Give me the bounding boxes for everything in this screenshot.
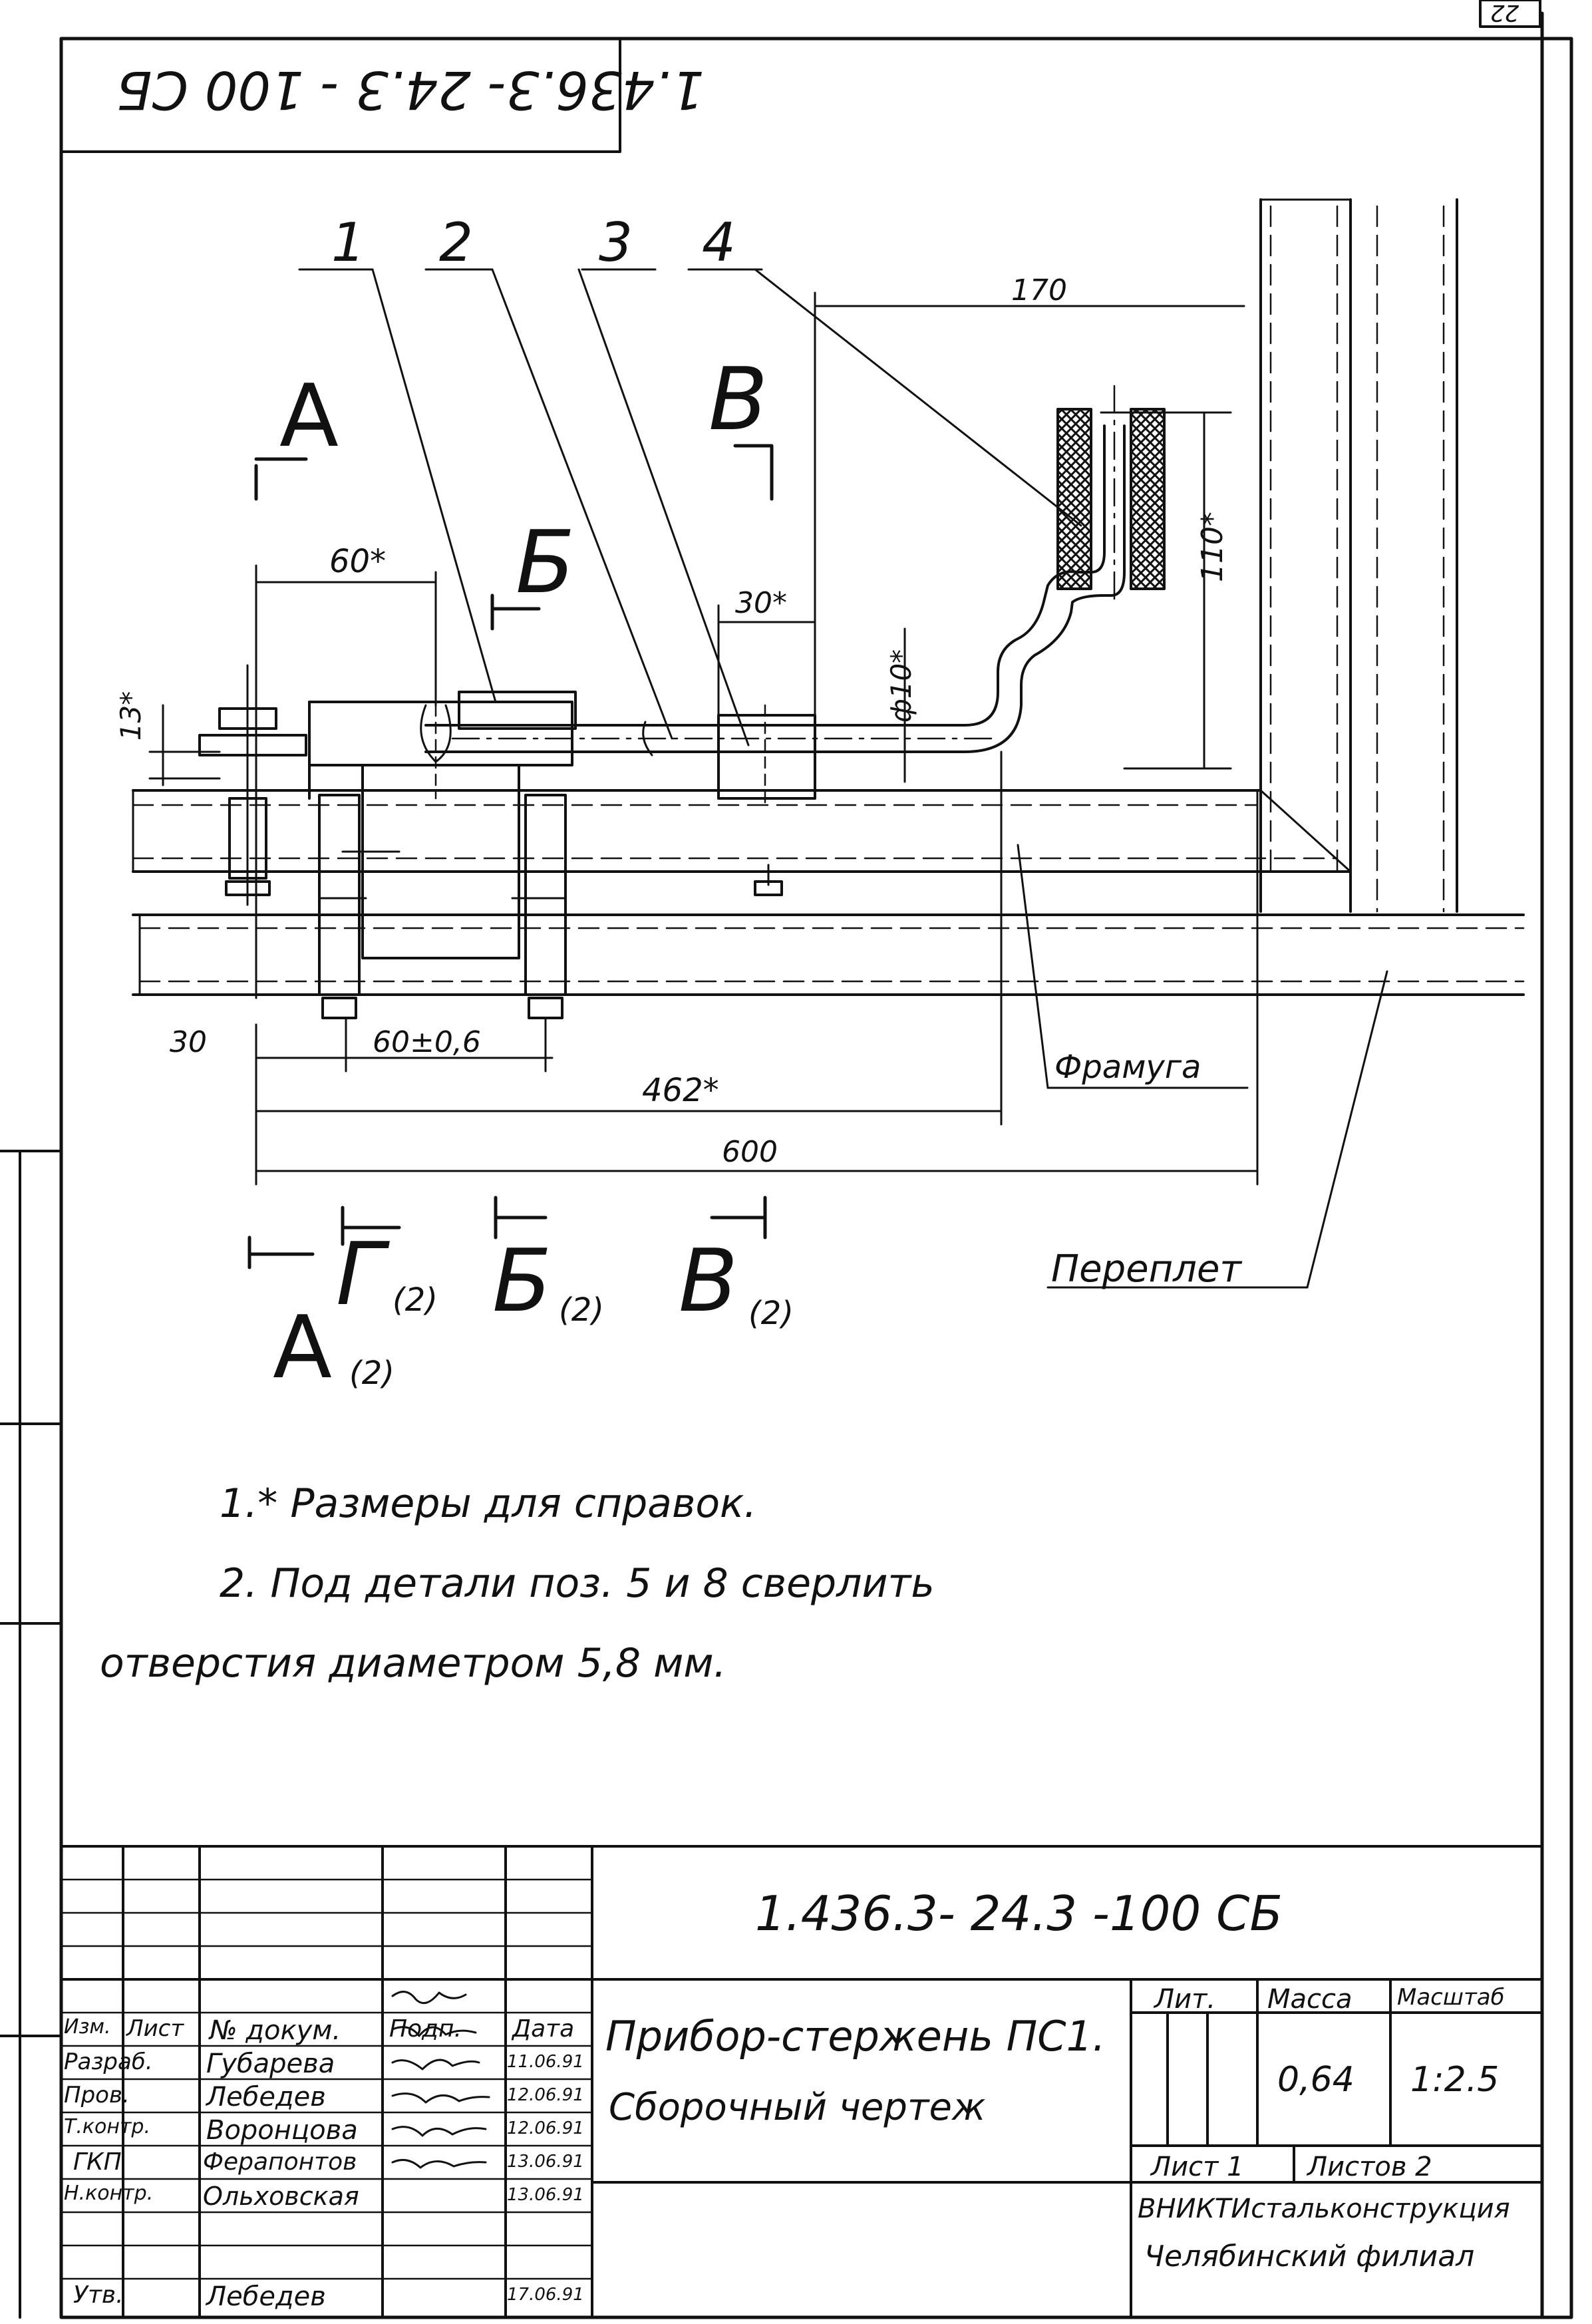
row-date-4: 13.06.91	[507, 2185, 584, 2205]
dim-60-tolerance: 60±0,6	[373, 1025, 481, 1059]
section-ref-g: Г	[336, 1224, 385, 1325]
section-ref-v: В	[679, 1230, 738, 1331]
signatures	[391, 1991, 490, 2169]
dim-30: 30	[170, 1025, 207, 1059]
section-label-a: A	[279, 365, 339, 466]
row-date-5: 17.06.91	[507, 2285, 584, 2305]
row-role-1: Пров.	[64, 2082, 130, 2108]
note-line-3: отверстия диаметром 5,8 мм.	[100, 1640, 726, 1687]
row-name-3: Ферапонтов	[203, 2148, 357, 2176]
section-label-v: В	[709, 349, 768, 450]
sheets-label: Листов 2	[1307, 2152, 1432, 2182]
dim-13: 13*	[114, 691, 148, 741]
title-doc-code: 1.436.3- 24.3 -100 СБ	[755, 1886, 1283, 1941]
dim-170: 170	[1011, 273, 1067, 307]
dim-30-ref: 30*	[735, 586, 787, 620]
row-name-5: Лебедев	[206, 2281, 326, 2312]
mass-value: 0,64	[1277, 2060, 1354, 2100]
callout-framuga: Фрамуга	[1054, 1049, 1201, 1086]
row-role-2: Т.контр.	[64, 2115, 151, 2138]
row-role-4: Н.контр.	[64, 2182, 154, 2205]
row-date-3: 13.06.91	[507, 2152, 584, 2172]
callout-pereplet: Переплет	[1051, 1247, 1242, 1291]
note-line-2: 2. Под детали поз. 5 и 8 сверлить	[220, 1560, 935, 1607]
row-date-0: 11.06.91	[507, 2052, 584, 2072]
header-doc-no: № докум.	[210, 2015, 341, 2046]
org-line-1: ВНИКТИстальконструкция	[1138, 2194, 1510, 2224]
row-date-1: 12.06.91	[507, 2085, 584, 2105]
dim-diameter-10: ф10*	[885, 649, 918, 723]
position-2: 2	[439, 212, 473, 273]
row-name-1: Лебедев	[206, 2082, 326, 2112]
bracket-body	[308, 701, 573, 766]
sleeve	[717, 714, 816, 800]
dim-462: 462*	[642, 1072, 719, 1109]
position-3: 3	[599, 212, 633, 273]
header-list: Лист	[126, 2015, 184, 2042]
section-ref-v-count: (2)	[748, 1295, 794, 1332]
lit-label: Лит.	[1154, 1984, 1216, 2015]
row-date-2: 12.06.91	[507, 2118, 584, 2138]
dim-600: 600	[722, 1135, 778, 1169]
row-role-0: Разраб.	[64, 2049, 153, 2075]
rod	[424, 570, 1092, 727]
dim-110: 110*	[1195, 512, 1229, 582]
section-ref-g-count: (2)	[393, 1281, 438, 1319]
scale-label: Масштаб	[1397, 1984, 1505, 2011]
mass-label: Масса	[1267, 1984, 1353, 2015]
section-ref-b: Б	[492, 1230, 552, 1331]
page-number: 22	[1490, 0, 1519, 26]
org-line-2: Челябинский филиал	[1144, 2240, 1475, 2273]
section-ref-a: A	[273, 1297, 332, 1398]
code-box	[60, 37, 621, 153]
section-ref-b-count: (2)	[559, 1291, 604, 1329]
page-number-box	[1479, 0, 1541, 28]
outer-frame	[59, 37, 1573, 2319]
section-label-b: Б	[516, 512, 575, 613]
row-name-2: Воронцова	[206, 2115, 358, 2146]
scale-value: 1:2.5	[1410, 2060, 1500, 2100]
section-ref-a-count: (2)	[349, 1355, 395, 1392]
sheet-label: Лист 1	[1151, 2152, 1244, 2182]
position-4: 4	[702, 212, 736, 273]
row-role-5: Утв.	[73, 2281, 124, 2309]
title-line-2: Сборочный чертеж	[609, 2086, 986, 2129]
position-1: 1	[331, 212, 365, 273]
rotated-doc-code: 1.436.3- 24.3 - 100 СБ	[116, 59, 705, 119]
note-line-1: 1.* Размеры для справок.	[220, 1480, 757, 1527]
dim-60-ref: 60*	[329, 543, 387, 580]
header-date: Дата	[512, 2015, 575, 2043]
title-line-1: Прибор-стержень ПС1.	[605, 2012, 1106, 2061]
row-name-4: Ольховская	[203, 2182, 359, 2211]
row-name-0: Губарева	[206, 2049, 335, 2079]
header-sign: Подп.	[389, 2015, 462, 2043]
row-role-3: ГКП	[73, 2148, 122, 2176]
handle-grip	[1056, 408, 1092, 590]
header-izm: Изм.	[64, 2015, 111, 2039]
